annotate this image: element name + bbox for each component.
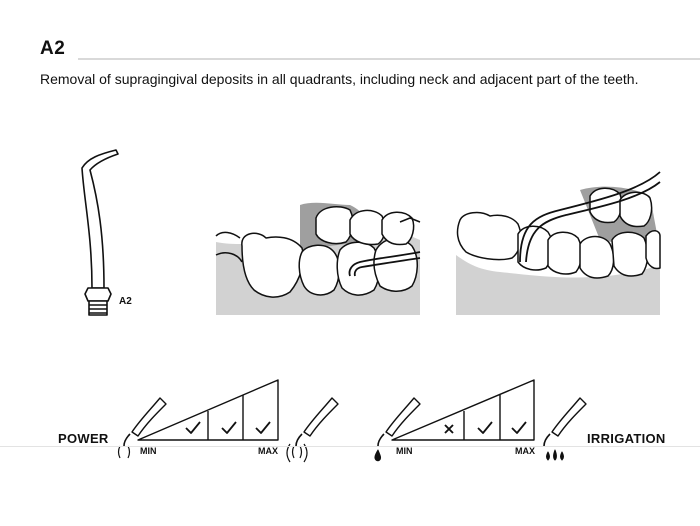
teeth-panel-left <box>215 202 421 315</box>
irrigation-max-label: MAX <box>515 446 535 456</box>
scaler-tip-illustration <box>81 149 119 316</box>
power-scale-diagram <box>117 379 339 463</box>
irrigation-scale-diagram <box>374 379 587 462</box>
irrigation-label: IRRIGATION <box>587 431 666 446</box>
power-min-label: MIN <box>140 446 157 456</box>
footer-divider <box>0 446 700 447</box>
power-max-label: MAX <box>258 446 278 456</box>
power-label: POWER <box>58 431 109 446</box>
teeth-panel-right <box>456 171 661 315</box>
section-code: A2 <box>40 38 66 59</box>
tip-label: A2 <box>119 296 132 307</box>
header-divider <box>78 58 700 60</box>
section-description: Removal of supragingival deposits in all… <box>40 71 639 87</box>
irrigation-min-label: MIN <box>396 446 413 456</box>
